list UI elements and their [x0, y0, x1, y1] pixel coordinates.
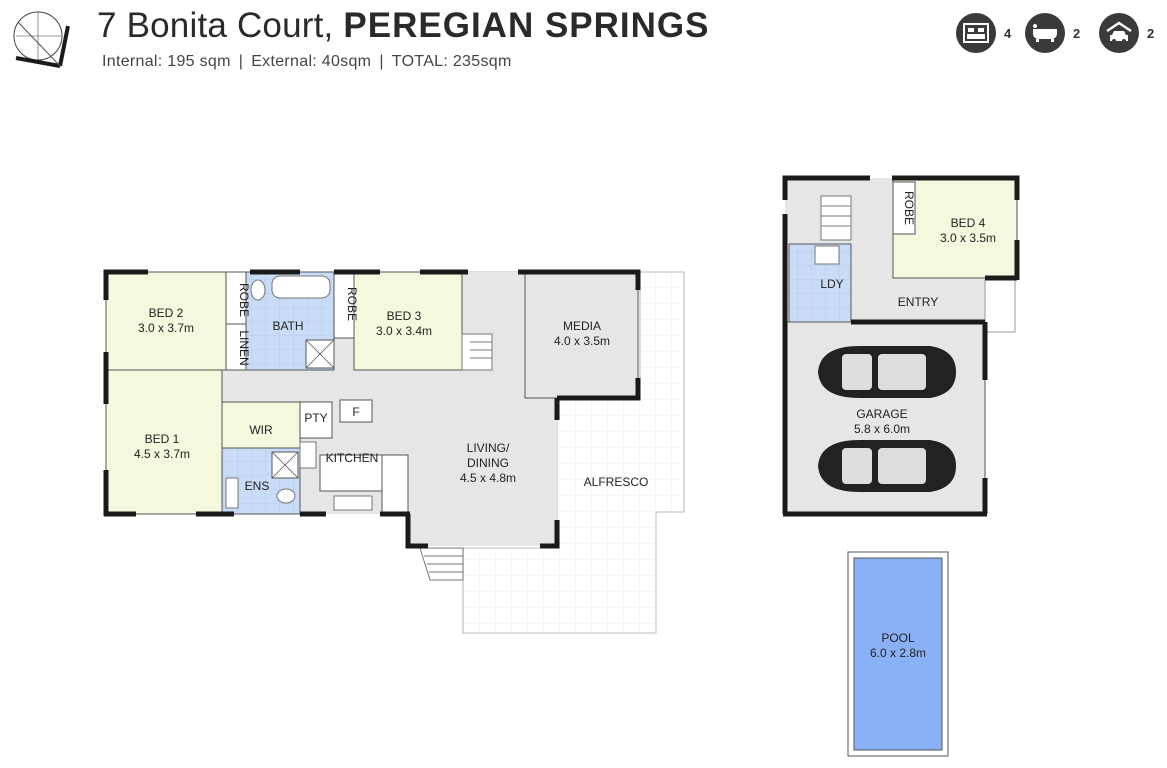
bed4-label: BED 4: [951, 216, 986, 230]
bed3-label: BED 3: [387, 309, 422, 323]
ldy-tub: [814, 245, 840, 265]
toilet: [250, 279, 266, 301]
internal-area: Internal: 195 sqm: [102, 53, 231, 70]
bath-icon: [1025, 13, 1065, 53]
pool-label: POOL: [881, 631, 915, 645]
carspaces-feature: 2: [1099, 13, 1154, 53]
front-stairs: [419, 547, 464, 581]
entry-label: ENTRY: [898, 295, 938, 309]
bathtub: [271, 275, 331, 299]
stair-well: [461, 333, 493, 371]
media-label: MEDIA: [563, 319, 601, 333]
linen-label: LINEN: [237, 330, 251, 365]
pty-label: PTY: [304, 411, 327, 425]
media-room: [524, 271, 639, 399]
fridge-label: F: [352, 405, 359, 419]
main-walls: [103, 269, 641, 549]
sink: [333, 495, 373, 511]
media-size: 4.0 x 3.5m: [554, 334, 610, 348]
car-bottom: [818, 440, 956, 492]
robe2-label: ROBE: [345, 287, 359, 321]
bed2-room: [105, 271, 227, 371]
upper-walls: [782, 175, 1020, 517]
pool: [853, 557, 943, 751]
bed-icon: [956, 13, 996, 53]
car-top: [818, 346, 956, 398]
living-label: LIVING/: [467, 441, 510, 455]
upper-stairs: [820, 195, 852, 241]
robe3-label: ROBE: [902, 191, 916, 225]
bed3-room: [353, 271, 463, 371]
kitchen-label: KITCHEN: [326, 451, 379, 465]
bed2-size: 3.0 x 3.7m: [138, 321, 194, 335]
car-icon: [1099, 13, 1139, 53]
bath-label: BATH: [272, 319, 303, 333]
ens-toilet: [276, 488, 296, 504]
dining-label: DINING: [467, 456, 509, 470]
bathrooms-count: 2: [1073, 25, 1081, 41]
header: 7 Bonita Court, PEREGIAN SPRINGS Interna…: [0, 0, 1167, 80]
total-area: TOTAL: 235sqm: [391, 53, 512, 70]
pty-room: [299, 401, 333, 439]
robe3-room: [892, 181, 916, 235]
suburb: PEREGIAN SPRINGS: [343, 6, 710, 45]
wir-label: WIR: [249, 423, 273, 437]
address: 7 Bonita Court,: [97, 6, 334, 45]
ldy-label: LDY: [820, 277, 843, 291]
cooktop: [299, 441, 317, 469]
wir-room: [221, 401, 301, 449]
compass-icon: [13, 11, 70, 68]
separator: |: [238, 53, 244, 70]
pool-size: 6.0 x 2.8m: [870, 646, 926, 660]
robe1-label: ROBE: [237, 283, 251, 317]
bed1-room: [105, 369, 223, 515]
garage-label: GARAGE: [856, 407, 907, 421]
side-stairs: [470, 333, 492, 359]
bed1-size: 4.5 x 3.7m: [134, 447, 190, 461]
porch: [984, 279, 1016, 333]
area-summary: Internal: 195 sqm | External: 40sqm | TOTAL:…: [102, 53, 512, 71]
carspaces-count: 2: [1147, 25, 1155, 41]
alfresco-label: ALFRESCO: [584, 475, 649, 489]
fridge-space: [339, 399, 373, 423]
external-area: External: 40sqm: [251, 53, 372, 70]
garage-size: 5.8 x 6.0m: [854, 422, 910, 436]
separator: |: [379, 53, 384, 70]
bed3-size: 3.0 x 3.4m: [376, 324, 432, 338]
bed2-label: BED 2: [149, 306, 184, 320]
bed4-size: 3.0 x 3.5m: [940, 231, 996, 245]
bedrooms-count: 4: [1004, 25, 1012, 41]
page-title: 7 Bonita Court, PEREGIAN SPRINGS: [97, 6, 709, 46]
living-size: 4.5 x 4.8m: [460, 471, 516, 485]
vanity: [225, 477, 239, 509]
bedrooms-feature: 4: [956, 13, 1011, 53]
bed1-label: BED 1: [145, 432, 180, 446]
bathrooms-feature: 2: [1025, 13, 1080, 53]
kitchen-island: [381, 454, 409, 516]
ens-label: ENS: [245, 479, 270, 493]
